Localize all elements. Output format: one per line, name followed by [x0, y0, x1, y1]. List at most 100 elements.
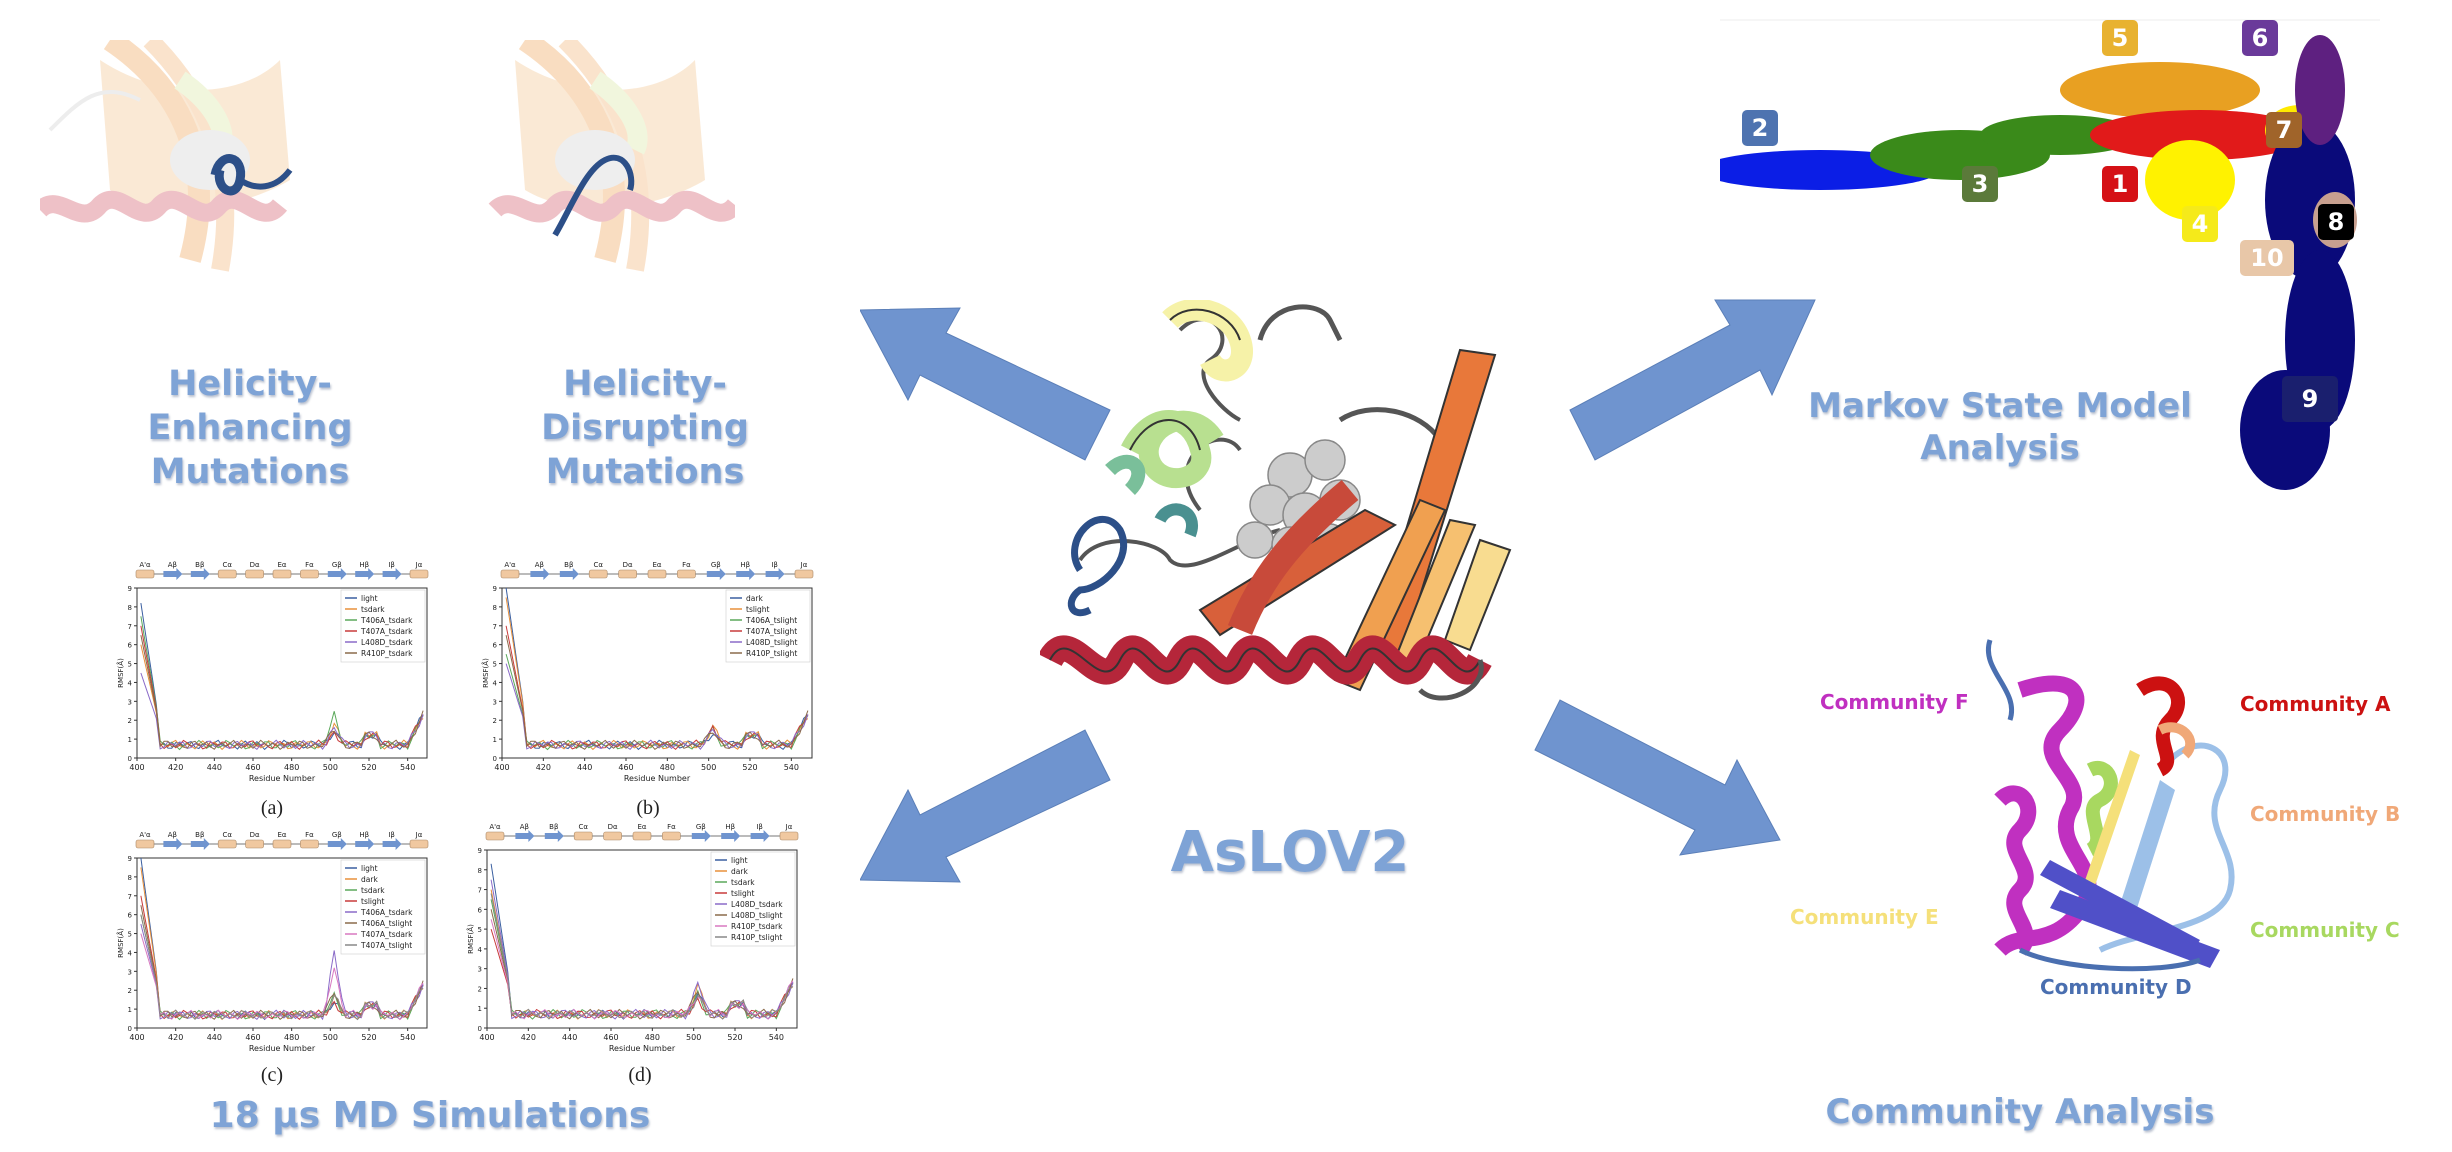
ss-label: Aβ — [168, 561, 177, 569]
plot-frame — [486, 849, 798, 1029]
legend-label: T406A_tsdark — [360, 908, 413, 917]
x-tick-label: 440 — [207, 763, 222, 772]
y-tick-label: 8 — [478, 867, 482, 875]
ss-label: Hβ — [740, 561, 750, 569]
ss-strand — [750, 830, 770, 842]
ss-label: Bβ — [564, 561, 573, 569]
ss-helix — [409, 569, 429, 579]
series-T406A_tslight — [140, 905, 424, 1020]
y-tick-label: 8 — [128, 874, 132, 882]
ss-label: Iβ — [388, 831, 395, 839]
legend-label: tslight — [361, 897, 385, 906]
y-tick-label: 2 — [128, 987, 132, 995]
x-tick-label: 460 — [245, 763, 260, 772]
x-tick-label: 540 — [400, 1033, 415, 1042]
x-tick-label: 500 — [686, 1033, 701, 1042]
ss-helix — [794, 569, 814, 579]
ss-helix — [217, 839, 237, 849]
caption-c: (c) — [260, 1064, 284, 1086]
y-tick-label: 1 — [128, 736, 132, 744]
ss-label: Cα — [578, 823, 588, 831]
y-tick-label: 0 — [493, 755, 497, 763]
y-tick-label: 7 — [478, 887, 482, 895]
y-tick-label: 4 — [493, 679, 498, 687]
y-tick-label: 4 — [128, 949, 133, 957]
x-tick-label: 520 — [742, 763, 757, 772]
msm-state-6: 6 — [2242, 20, 2278, 56]
y-tick-label: 9 — [128, 585, 132, 593]
ss-strand — [355, 838, 375, 850]
legend-label: T407A_tsdark — [360, 627, 413, 636]
series-R410P_tslight — [490, 893, 794, 1020]
legend-label: tslight — [746, 605, 770, 614]
ss-label: A'α — [139, 561, 151, 569]
legend-label: R410P_tslight — [746, 649, 797, 658]
helicity-enhancing-structure — [40, 40, 293, 272]
series-T407A_tslight — [140, 914, 424, 1021]
community-b-label: Community B — [2250, 802, 2401, 826]
x-tick-label: 520 — [361, 763, 376, 772]
x-tick-label: 500 — [323, 1033, 338, 1042]
helicity-enhancing-label: Helicity- Enhancing Mutations — [147, 364, 353, 492]
ss-label: Cα — [222, 831, 232, 839]
x-tick-label: 480 — [660, 763, 675, 772]
ss-label: Jα — [800, 561, 808, 569]
legend-label: light — [361, 594, 378, 603]
ss-helix — [245, 839, 264, 849]
msm-state-10: 10 — [2240, 240, 2294, 276]
ss-label: Fα — [682, 561, 691, 569]
ss-helix — [677, 569, 696, 579]
ss-helix — [779, 831, 799, 841]
ss-helix — [588, 569, 608, 579]
ss-strand — [736, 568, 756, 580]
y-tick-label: 2 — [128, 717, 132, 725]
series-L408D_tsdark — [140, 672, 424, 751]
ss-label: Gβ — [332, 561, 342, 569]
ss-label: Dα — [250, 561, 260, 569]
ss-helix — [500, 569, 520, 579]
y-tick-label: 6 — [478, 906, 483, 914]
series-T406A_tslight — [505, 653, 809, 751]
y-tick-label: 4 — [478, 946, 483, 954]
y-tick-label: 8 — [128, 604, 132, 612]
y-tick-label: 6 — [128, 912, 133, 920]
x-tick-label: 400 — [129, 1033, 144, 1042]
ss-label: Fα — [667, 823, 676, 831]
ss-strand — [515, 830, 535, 842]
y-tick-label: 9 — [128, 855, 132, 863]
ss-helix — [300, 839, 319, 849]
ss-strand — [544, 830, 564, 842]
ss-helix — [272, 569, 292, 579]
ss-helix — [272, 839, 292, 849]
x-tick-label: 440 — [562, 1033, 577, 1042]
ss-label: Hβ — [725, 823, 735, 831]
y-tick-label: 0 — [478, 1025, 482, 1033]
community-e-label: Community E — [1790, 905, 1939, 929]
legend-box — [340, 589, 426, 663]
ss-label: A'α — [489, 823, 501, 831]
legend-label: dark — [731, 867, 748, 876]
ss-label: Jα — [415, 831, 423, 839]
community-d-label: Community D — [2040, 975, 2192, 999]
ss-label: Aβ — [520, 823, 529, 831]
x-tick-label: 440 — [577, 763, 592, 772]
community-structure — [1985, 639, 2235, 972]
legend-label: tsdark — [731, 878, 755, 887]
ss-helix — [603, 831, 622, 841]
msm-state-8: 8 — [2318, 204, 2354, 240]
ss-label: Eα — [652, 561, 661, 569]
ss-strand — [691, 830, 711, 842]
series-T407A_tslight — [505, 625, 809, 750]
ss-strand — [190, 568, 210, 580]
ss-strand — [382, 838, 402, 850]
ss-strand — [765, 568, 785, 580]
arrow-upper-right — [1569, 299, 1816, 461]
helicity-disrupting-label: Helicity- Disrupting Mutations — [541, 364, 749, 492]
legend-label: L408D_tslight — [746, 638, 798, 647]
legend-label: T406A_tslight — [745, 616, 797, 625]
ss-label: Iβ — [771, 561, 778, 569]
